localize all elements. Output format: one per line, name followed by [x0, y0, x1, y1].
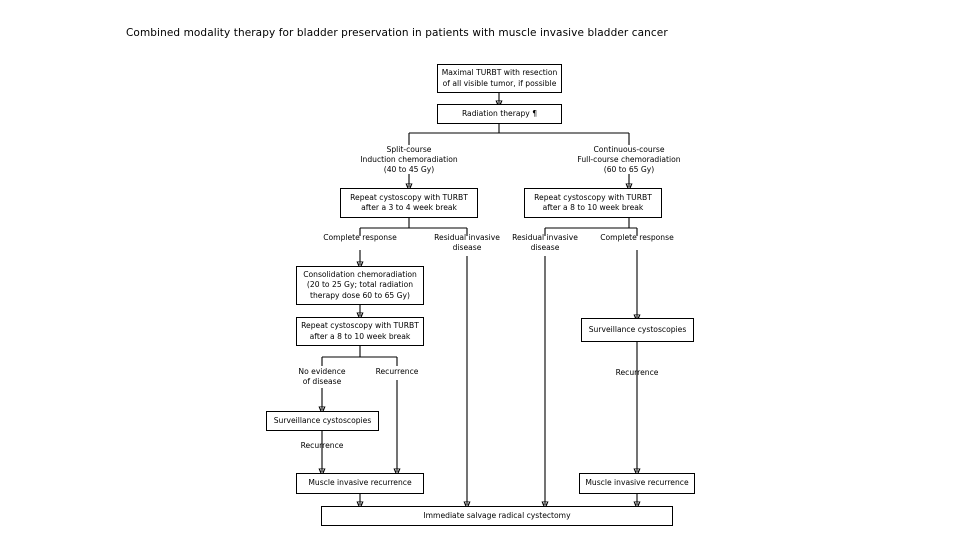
node-muscle-invasive-recurrence-right[interactable]: Muscle invasive recurrence — [579, 473, 695, 494]
node-consolidation-chemoradiation[interactable]: Consolidation chemoradiation (20 to 25 G… — [296, 266, 424, 305]
node-muscle-invasive-recurrence-right-label: Muscle invasive recurrence — [585, 478, 689, 488]
node-repeat-cystoscopy-consolidation-label: Repeat cystoscopy with TURBT after a 8 t… — [301, 321, 419, 341]
edge-label-no-evidence-of-disease: No evidence of disease — [298, 367, 346, 386]
node-radiation-therapy[interactable]: Radiation therapy ¶ — [437, 104, 562, 124]
node-surveillance-cystoscopies-left-label: Surveillance cystoscopies — [273, 415, 372, 425]
page-title: Combined modality therapy for bladder pr… — [126, 27, 668, 39]
node-salvage-cystectomy[interactable]: Immediate salvage radical cystectomy — [321, 506, 673, 526]
node-maximal-turbt-label: Maximal TURBT with resection of all visi… — [441, 68, 558, 88]
edge-label-recurrence-left-lower: Recurrence — [300, 441, 344, 450]
node-surveillance-cystoscopies-right[interactable]: Surveillance cystoscopies — [581, 318, 694, 342]
edge-label-split-course: Split-course Induction chemoradiation (4… — [360, 145, 458, 174]
edge-label-recurrence-mid: Recurrence — [375, 367, 419, 376]
node-repeat-cystoscopy-consolidation[interactable]: Repeat cystoscopy with TURBT after a 8 t… — [296, 317, 424, 346]
node-muscle-invasive-recurrence-left-label: Muscle invasive recurrence — [308, 478, 412, 488]
node-radiation-therapy-label: Radiation therapy ¶ — [461, 108, 538, 118]
edge-label-continuous-course: Continuous-course Full-course chemoradia… — [577, 145, 681, 174]
edge-label-recurrence-right: Recurrence — [615, 368, 659, 377]
node-repeat-cystoscopy-left-label: Repeat cystoscopy with TURBT after a 3 t… — [350, 192, 468, 212]
edge-label-complete-response-left: Complete response — [323, 233, 397, 242]
edge-label-complete-response-right: Complete response — [600, 233, 674, 242]
node-muscle-invasive-recurrence-left[interactable]: Muscle invasive recurrence — [296, 473, 424, 494]
node-repeat-cystoscopy-right-label: Repeat cystoscopy with TURBT after a 8 t… — [534, 192, 652, 212]
edge-label-residual-invasive-left: Residual invasive disease — [434, 233, 500, 252]
node-salvage-cystectomy-label: Immediate salvage radical cystectomy — [423, 510, 571, 520]
node-repeat-cystoscopy-right[interactable]: Repeat cystoscopy with TURBT after a 8 t… — [524, 188, 662, 218]
node-repeat-cystoscopy-left[interactable]: Repeat cystoscopy with TURBT after a 3 t… — [340, 188, 478, 218]
node-maximal-turbt[interactable]: Maximal TURBT with resection of all visi… — [437, 64, 562, 93]
node-consolidation-chemoradiation-label: Consolidation chemoradiation (20 to 25 G… — [303, 270, 417, 300]
edge-label-residual-invasive-right: Residual invasive disease — [512, 233, 578, 252]
node-surveillance-cystoscopies-left[interactable]: Surveillance cystoscopies — [266, 411, 379, 431]
node-surveillance-cystoscopies-right-label: Surveillance cystoscopies — [588, 324, 687, 334]
